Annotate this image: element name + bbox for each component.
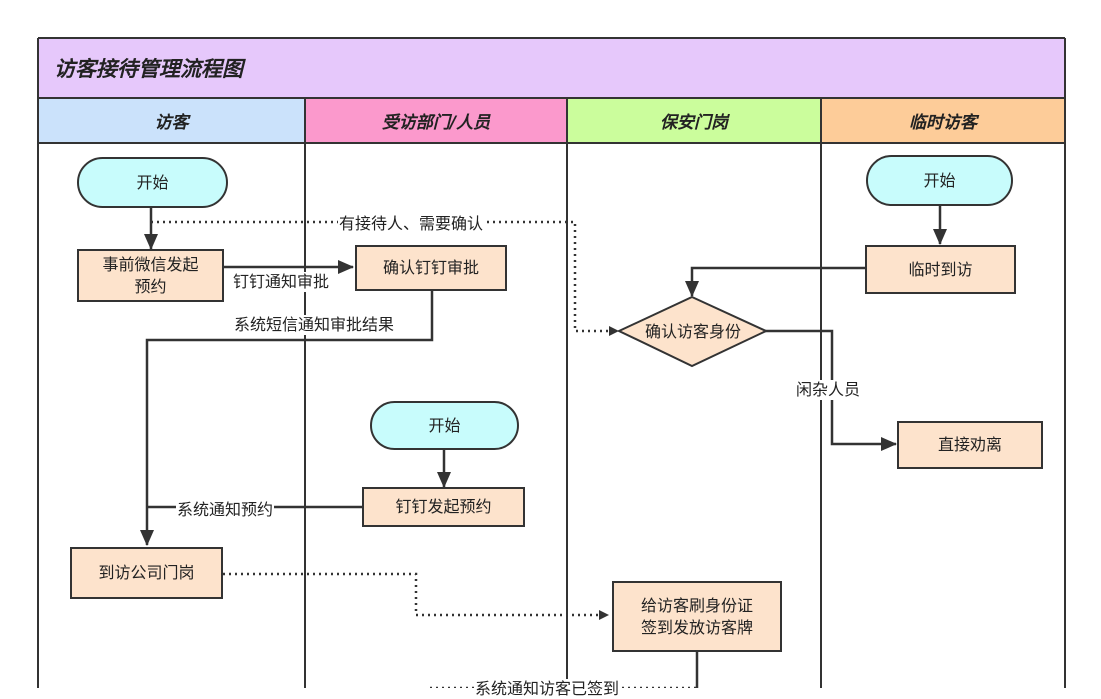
edge-label-sms-result: 系统短信通知审批结果 (233, 315, 396, 335)
swimlane-borders (37, 37, 1066, 688)
connector-gate-to-badge-dotted (223, 572, 609, 620)
flowchart-title: 访客接待管理流程图 (38, 38, 1065, 98)
edge-label-system-notify-arrival: 系统通知访客已签到 (474, 679, 621, 699)
connector-confirm-result-to-gate (140, 290, 434, 546)
decision-verify-identity-shape (616, 295, 769, 368)
issue-badge-line1: 给访客刷身份证 (640, 595, 753, 615)
edge-label-dingtalk-notify: 钉钉通知审批 (232, 272, 331, 292)
arrive-gate-node: 到访公司门岗 (70, 547, 223, 599)
direct-dismiss-node: 直接劝离 (897, 421, 1043, 469)
edge-label-unrelated: 闲杂人员 (795, 380, 862, 400)
issue-badge-line2: 签到发放访客牌 (640, 617, 753, 637)
connector-visit-to-verify (685, 266, 866, 297)
start-temp-visitor-node: 开始 (866, 155, 1013, 206)
edge-label-host-confirm: 有接待人、需要确认 (338, 214, 485, 234)
lane-header-visitor: 访客 (38, 98, 305, 143)
wechat-booking-node: 事前微信发起 预约 (77, 249, 224, 302)
start-department-node: 开始 (370, 401, 519, 450)
temp-visit-node: 临时到访 (865, 245, 1016, 294)
start-visitor-node: 开始 (77, 157, 228, 208)
wechat-booking-line2: 预约 (134, 276, 167, 296)
verify-identity-label: 确认访客身份 (644, 322, 741, 341)
lane-header-security: 保安门岗 (567, 98, 821, 143)
edge-label-system-notify-booking: 系统通知预约 (176, 500, 275, 520)
wechat-booking-line1: 事前微信发起 (102, 254, 199, 274)
dingtalk-booking-node: 钉钉发起预约 (362, 487, 525, 527)
lane-header-department: 受访部门/人员 (305, 98, 567, 143)
lane-header-temp-visitor: 临时访客 (821, 98, 1065, 143)
confirm-dingtalk-node: 确认钉钉审批 (355, 245, 507, 291)
issue-badge-node: 给访客刷身份证 签到发放访客牌 (612, 581, 782, 652)
